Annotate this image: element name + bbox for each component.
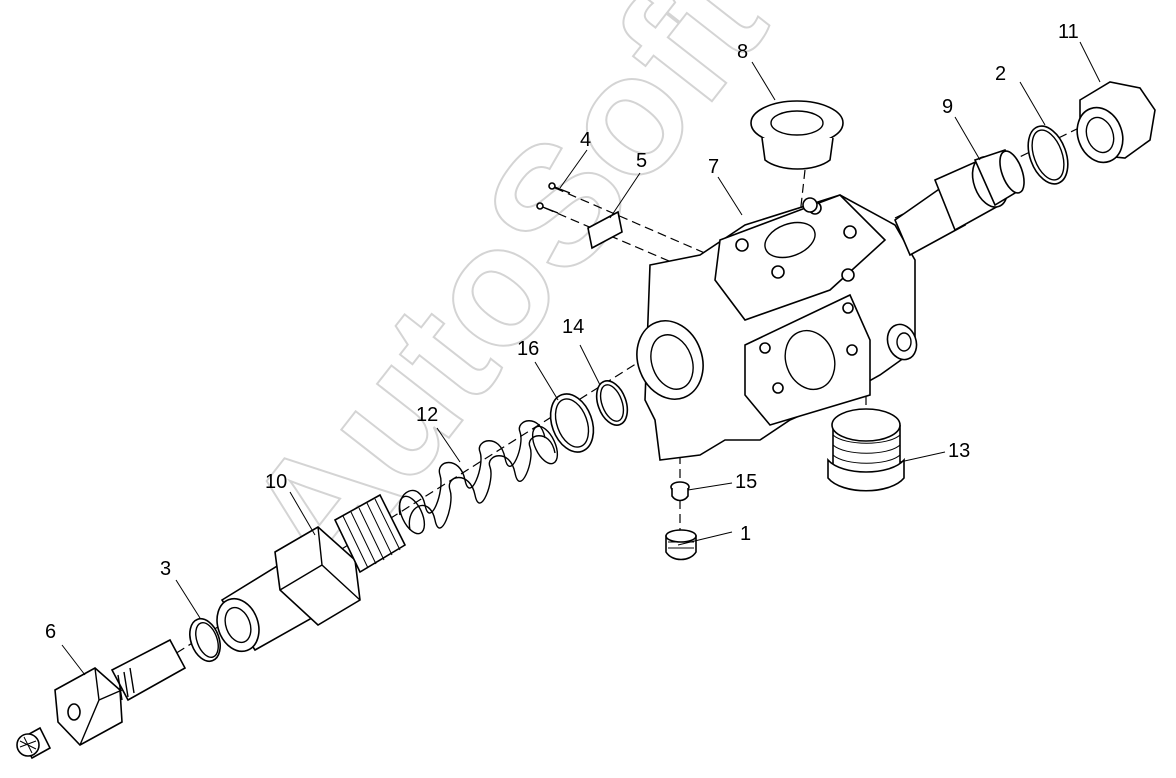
valve-body xyxy=(636,194,918,461)
callout-1: 1 xyxy=(740,523,751,545)
callouts: 1 2 3 4 5 6 7 8 9 10 11 12 13 14 15 16 xyxy=(45,21,1079,643)
callout-2: 2 xyxy=(995,63,1006,85)
callout-3: 3 xyxy=(160,558,171,580)
part-3-o-ring xyxy=(189,617,221,663)
part-2-o-ring xyxy=(1027,125,1069,185)
callout-8: 8 xyxy=(737,41,748,63)
part-1-plug xyxy=(665,529,697,561)
callout-9: 9 xyxy=(942,96,953,118)
callout-15: 15 xyxy=(735,471,757,493)
part-10-adjuster xyxy=(216,493,407,653)
callout-6: 6 xyxy=(45,621,56,643)
part-16-ring xyxy=(549,393,595,453)
part-5-plate xyxy=(587,210,623,250)
callout-10: 10 xyxy=(265,471,287,493)
part-12-spring xyxy=(398,420,559,535)
part-4-screws xyxy=(536,182,571,214)
callout-12: 12 xyxy=(416,404,438,426)
part-9-spool xyxy=(894,148,1025,257)
callout-13: 13 xyxy=(948,440,970,462)
part-8-cap xyxy=(750,100,844,170)
part-13-plug xyxy=(827,408,905,492)
callout-5: 5 xyxy=(636,150,647,172)
part-15-seal xyxy=(670,481,690,502)
part-11-hex-plug xyxy=(1076,81,1156,164)
callout-4: 4 xyxy=(580,129,591,151)
callout-7: 7 xyxy=(708,156,719,178)
callout-14: 14 xyxy=(562,316,584,338)
leader-lines xyxy=(61,41,1101,676)
callout-11: 11 xyxy=(1058,21,1079,43)
part-6-plug xyxy=(16,726,52,760)
part-6-fitting xyxy=(54,638,187,746)
part-14-ring xyxy=(595,380,629,426)
callout-16: 16 xyxy=(517,338,539,360)
